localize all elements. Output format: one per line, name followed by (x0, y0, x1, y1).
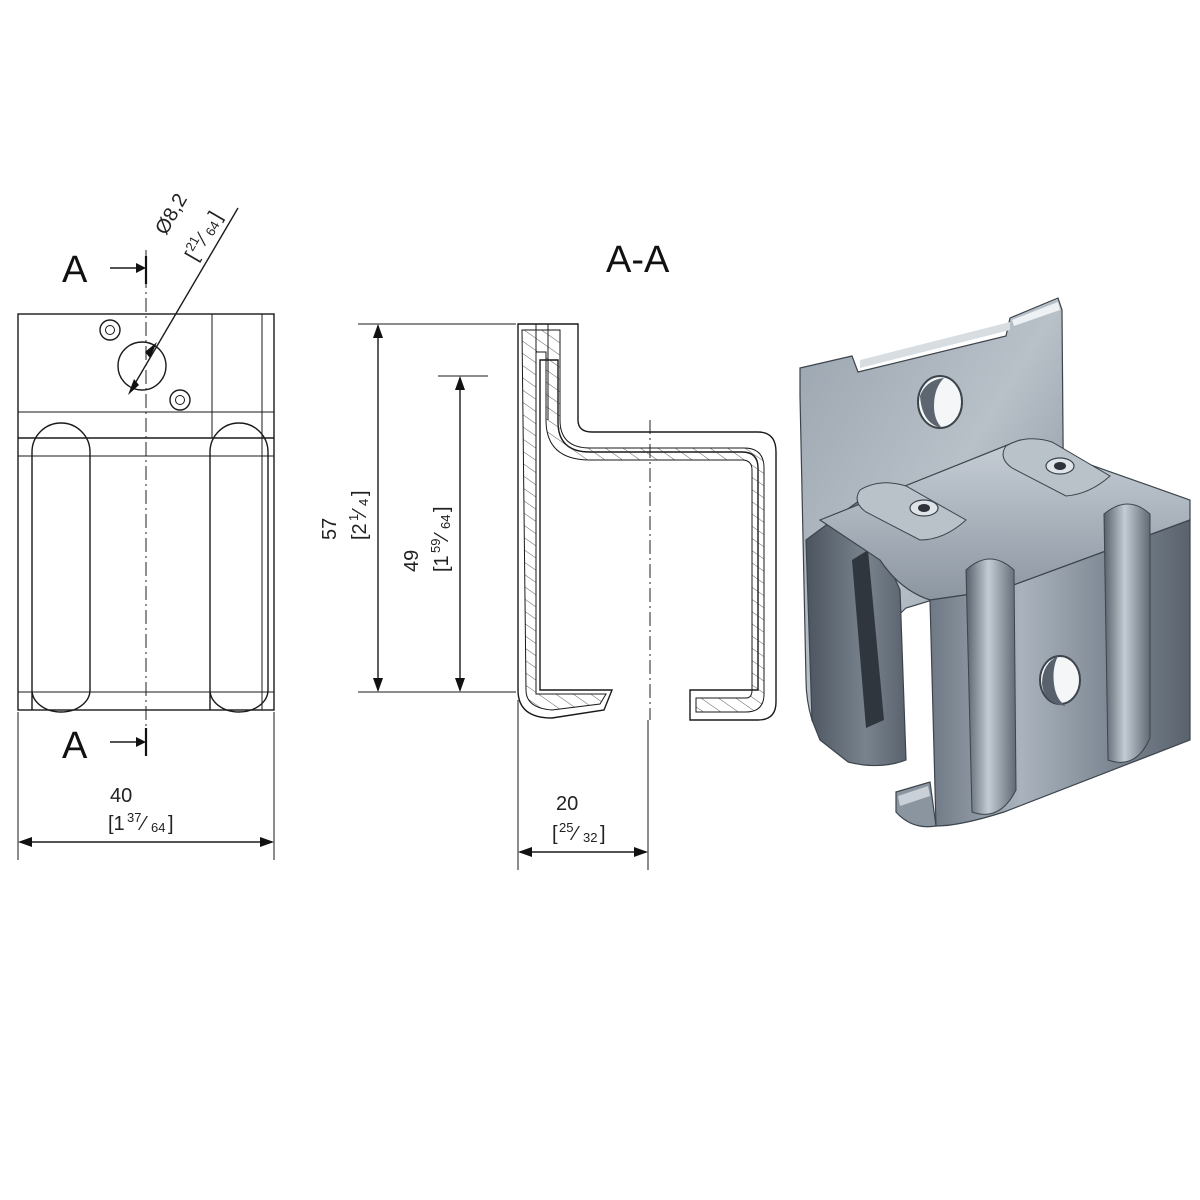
svg-text:64: 64 (438, 515, 453, 529)
height-inner-inch: [1 59 ⁄ 64 ] (428, 506, 453, 572)
section-marker-top: A (62, 249, 88, 291)
width-inch: [1 37 ⁄ 64 ] (108, 810, 174, 835)
svg-text:⁄: ⁄ (431, 532, 453, 543)
svg-text:[1: [1 (431, 555, 453, 572)
svg-text:⁄: ⁄ (137, 813, 148, 835)
section-view: A-A 57 [2 1 ⁄ 4 ] 49 [ (319, 239, 777, 870)
svg-text:⁄: ⁄ (569, 823, 580, 845)
front-rivet-lower (169, 389, 191, 411)
section-marker-bottom: A (62, 725, 88, 767)
hole-diameter-metric: Ø8,2 (151, 190, 192, 239)
svg-text:59: 59 (428, 539, 443, 553)
front-rib-left (31, 422, 91, 713)
svg-text:[1: [1 (108, 813, 125, 835)
height-inner-metric: 49 (401, 550, 423, 572)
front-rib-right (209, 422, 269, 713)
svg-text:37: 37 (127, 810, 141, 825)
svg-text:]: ] (600, 823, 606, 845)
svg-text:⁄: ⁄ (349, 508, 371, 519)
render-front-rib-right (1103, 503, 1151, 763)
front-view: A A Ø8,2 [ 21 ⁄ 64 ] 40 [1 37 ⁄ 64 ] (17, 190, 275, 860)
svg-text:]: ] (168, 813, 174, 835)
depth-inch: [ 25 ⁄ 32 ] (552, 820, 606, 845)
front-mount-hole (117, 341, 167, 391)
svg-text:]: ] (431, 506, 453, 512)
section-title: A-A (606, 239, 670, 281)
svg-text:1: 1 (346, 514, 361, 521)
svg-text:25: 25 (559, 820, 573, 835)
svg-text:[2: [2 (349, 523, 371, 540)
svg-text:]: ] (349, 490, 371, 496)
svg-text:64: 64 (202, 218, 222, 238)
svg-text:21: 21 (182, 233, 202, 253)
height-outer-metric: 57 (319, 518, 341, 540)
front-rivet-upper (99, 319, 121, 341)
svg-text:[: [ (552, 823, 558, 845)
height-outer-inch: [2 1 ⁄ 4 ] (346, 490, 371, 540)
isometric-render (799, 297, 1191, 828)
svg-text:4: 4 (356, 499, 371, 506)
svg-text:64: 64 (151, 820, 165, 835)
render-front-rib-left (965, 558, 1017, 815)
depth-metric: 20 (556, 793, 578, 815)
hole-diameter-inch: [ 21 ⁄ 64 ] (181, 208, 226, 265)
hole-leader (129, 207, 239, 393)
section-profile-hatched (521, 329, 765, 713)
width-metric: 40 (110, 785, 132, 807)
svg-text:32: 32 (583, 830, 597, 845)
